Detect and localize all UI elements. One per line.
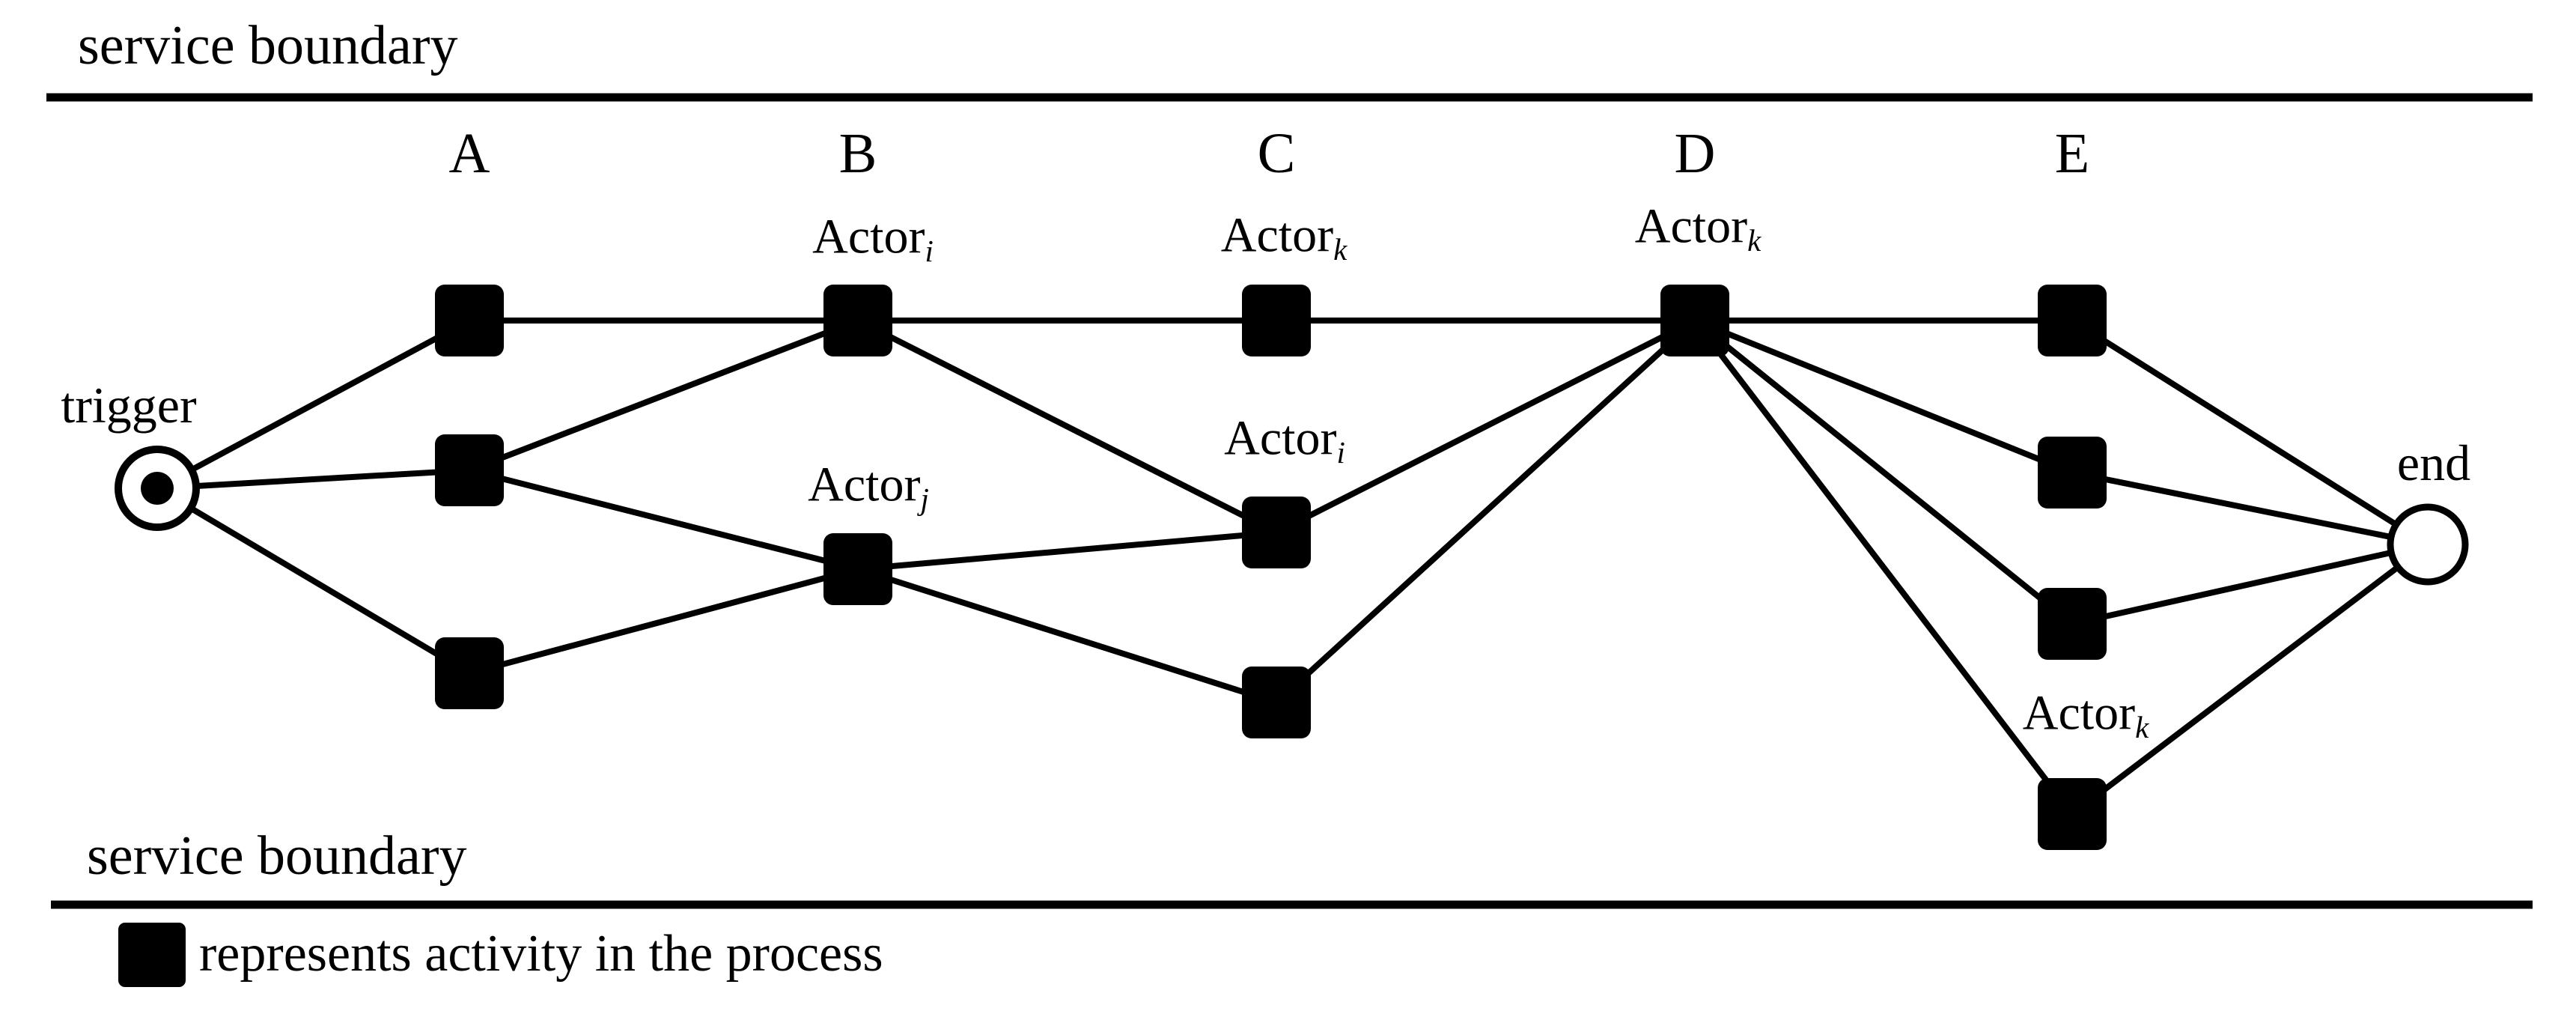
actor-label-base: Actor (812, 209, 925, 264)
activity-node-E3 (2038, 588, 2107, 660)
actor-label-i: Actori (812, 212, 934, 267)
actor-label-base: Actor (2022, 685, 2136, 741)
activity-node-C1 (1242, 285, 1311, 356)
activity-node-E4 (2038, 778, 2107, 850)
service-boundary-label-top: service boundary (78, 15, 458, 76)
flow-edge-D1-E3 (1693, 318, 2074, 627)
flow-edge-E1-end (2070, 318, 2430, 547)
flow-edge-D1-E2 (1693, 318, 2074, 476)
activity-node-D1 (1660, 285, 1729, 356)
actor-label-k: Actork (1635, 201, 1761, 256)
actor-label-subscript: i (925, 234, 934, 268)
column-label-a: A (448, 122, 490, 185)
flow-edge-E3-end (2071, 541, 2429, 627)
actor-label-base: Actor (1220, 207, 1334, 263)
actor-label-base: Actor (1634, 198, 1748, 254)
actor-label-k: Actork (2023, 688, 2149, 743)
flow-edge-E2-end (2071, 470, 2429, 547)
flow-edge-B2-C2 (857, 529, 1277, 572)
flow-edge-trigger-A2 (156, 467, 470, 491)
activity-node-E1 (2038, 285, 2107, 356)
flow-edge-D1-E4 (1692, 318, 2075, 816)
actor-label-k: Actork (1221, 210, 1347, 265)
actor-label-base: Actor (808, 457, 921, 512)
end-label: end (2396, 434, 2471, 491)
flow-edge-E4-end (2070, 541, 2430, 817)
flow-edge-B2-C3 (856, 566, 1278, 705)
actor-label-base: Actor (1224, 410, 1337, 466)
flow-edge-C3-D1 (1274, 318, 1697, 705)
column-label-b: B (838, 122, 877, 185)
flow-edge-A3-B2 (468, 566, 859, 676)
actor-label-j: Actorj (808, 460, 929, 514)
actor-label-subscript: j (920, 482, 929, 516)
column-label-d: D (1674, 122, 1716, 185)
flow-edge-A2-B2 (469, 467, 859, 572)
activity-node-C2 (1242, 497, 1311, 568)
legend-activity-swatch (118, 923, 186, 987)
flow-edge-C2-D1 (1275, 318, 1696, 535)
end-node (2387, 503, 2469, 586)
activity-node-B2 (823, 533, 892, 605)
trigger-node-dot (141, 472, 174, 505)
actor-label-subscript: k (2135, 710, 2149, 744)
actor-label-subscript: k (1333, 232, 1348, 267)
flow-edge-trigger-A3 (155, 485, 472, 676)
trigger-label: trigger (61, 377, 197, 434)
activity-node-B1 (823, 285, 892, 356)
service-boundary-label-bottom: service boundary (87, 825, 467, 887)
activity-node-E2 (2038, 437, 2107, 509)
column-label-c: C (1257, 122, 1296, 185)
flow-edge-A2-B1 (468, 318, 859, 473)
flow-edge-B1-C2 (856, 318, 1278, 535)
flow-edge-trigger-A1 (156, 318, 471, 491)
actor-label-subscript: i (1336, 435, 1345, 470)
column-label-e: E (2054, 122, 2090, 185)
activity-node-A1 (435, 285, 504, 356)
actor-label-subscript: k (1747, 223, 1762, 258)
legend-text: represents activity in the process (199, 925, 883, 983)
actor-label-i: Actori (1224, 413, 1345, 468)
activity-node-A2 (435, 434, 504, 506)
activity-node-C3 (1242, 667, 1311, 738)
activity-node-A3 (435, 637, 504, 709)
